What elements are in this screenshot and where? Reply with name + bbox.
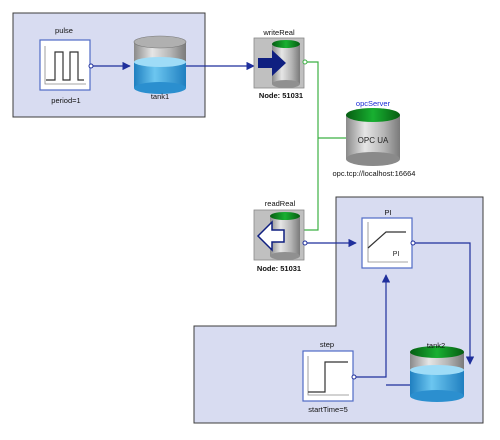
tank1-block[interactable] <box>133 35 187 94</box>
tank1-name-label: tank1 <box>150 92 170 101</box>
tank2-name-label: tank2 <box>426 341 446 350</box>
tank2-block[interactable] <box>410 346 464 402</box>
opc-server-inner-label: OPC UA <box>358 136 389 145</box>
pi-inner-label: PI <box>393 251 400 258</box>
pi-response-icon <box>367 231 406 249</box>
opc-server-name-label: opcServer <box>355 99 391 108</box>
step-waveform-icon <box>308 361 348 393</box>
pulse-name-label: pulse <box>55 26 73 35</box>
pulse-block[interactable] <box>39 39 94 91</box>
readReal-node-label: Node: 51031 <box>256 264 302 273</box>
signal-connections <box>92 61 475 386</box>
opc-connections <box>304 61 346 231</box>
writeReal-node-label: Node: 51031 <box>258 91 304 100</box>
read-arrow-icon <box>256 220 285 252</box>
write-arrow-icon <box>258 50 286 76</box>
pulse-waveform-icon <box>46 51 84 81</box>
opc-server-block[interactable]: OPC UA <box>346 108 400 166</box>
step-name-label: step <box>319 340 335 349</box>
readReal-name-label: readReal <box>264 199 296 208</box>
writeReal-block[interactable] <box>253 37 308 89</box>
writeReal-name-label: writeReal <box>263 28 295 37</box>
opc-server-address-label: opc.tcp://localhost:16664 <box>332 169 416 178</box>
step-param-label: startTime=5 <box>308 405 348 414</box>
pulse-param-label: period=1 <box>51 96 81 105</box>
readReal-block[interactable] <box>253 209 308 261</box>
pi-to-tank2-line <box>414 242 475 365</box>
pi-name-label: PI <box>384 208 392 217</box>
step-to-pi-line <box>355 274 391 378</box>
step-block[interactable] <box>302 350 357 402</box>
writeReal-opc-line <box>304 61 319 231</box>
pi-block[interactable]: PI <box>361 217 416 269</box>
